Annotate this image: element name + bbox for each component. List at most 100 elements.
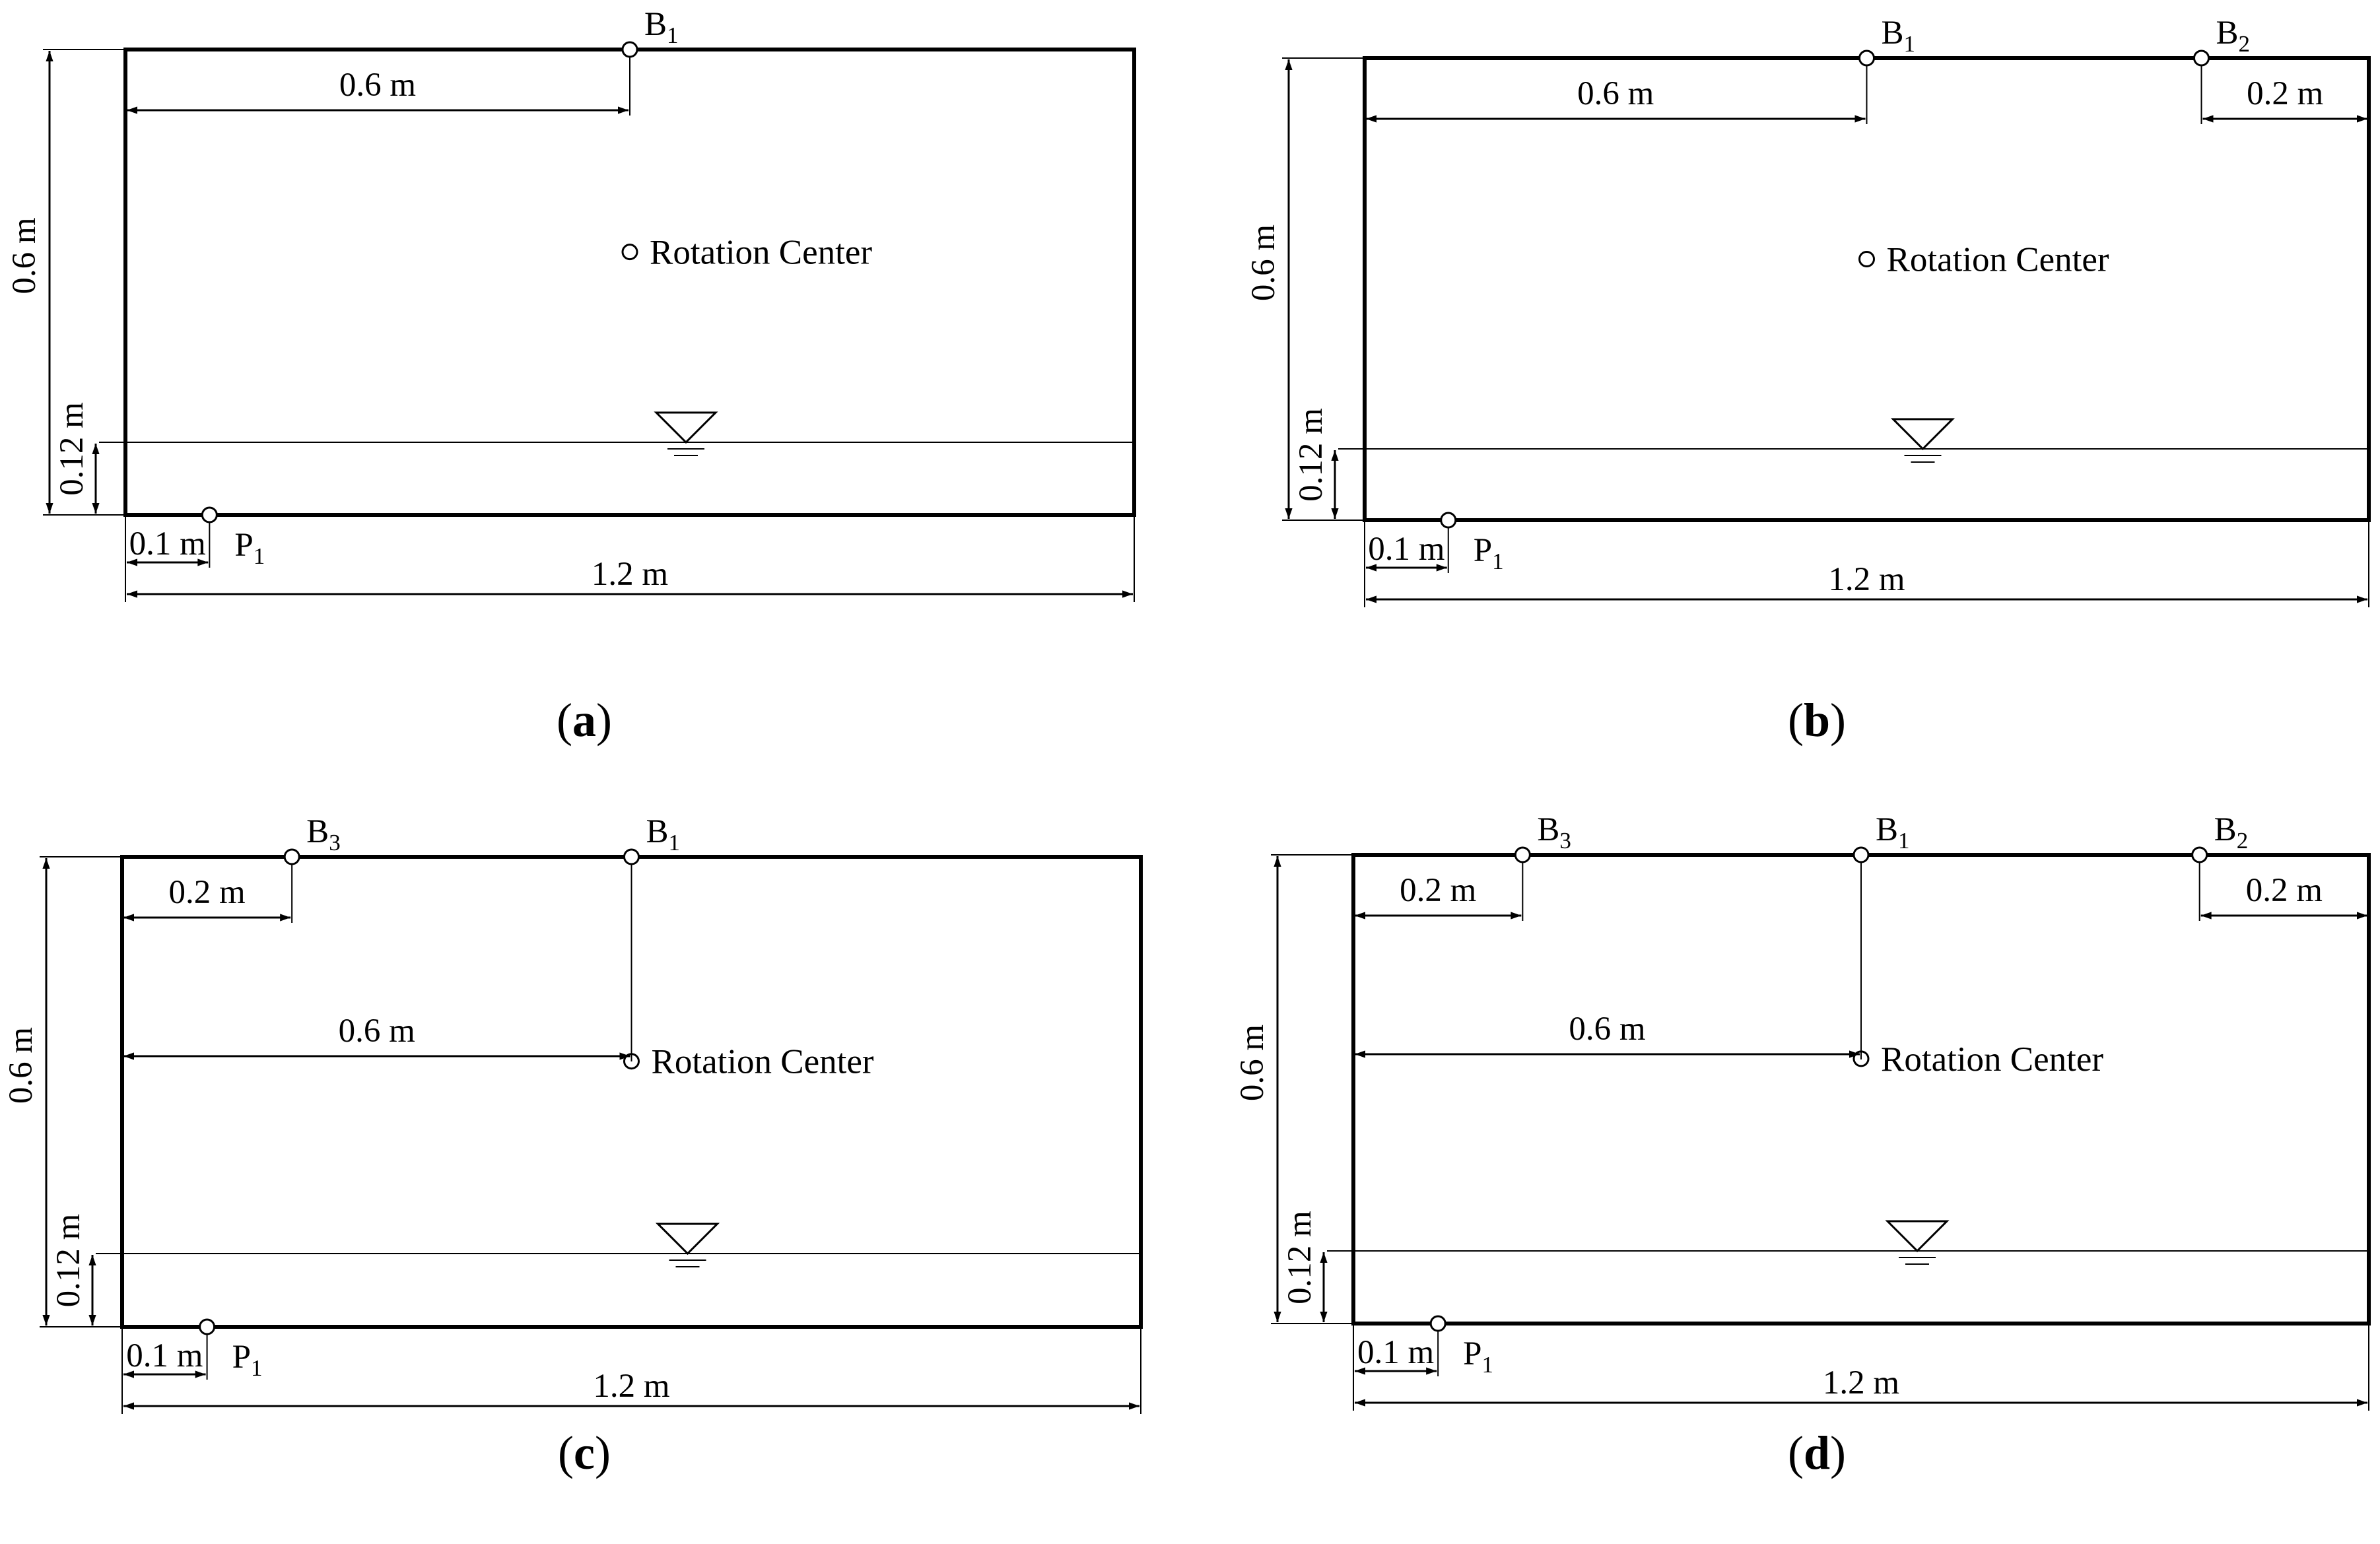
tank-outline: [123, 48, 1136, 517]
wave-gauge-B1-label-subscript: 1: [669, 830, 681, 856]
pressure-probe-label-subscript: 1: [1482, 1352, 1494, 1378]
wave-gauge-B1-marker: [623, 848, 640, 865]
pressure-probe-label-subscript: 1: [251, 1355, 263, 1381]
probe-offset-label: 0.1 m: [126, 1337, 203, 1374]
pressure-probe-marker: [1429, 1315, 1446, 1332]
wave-gauge-B2-marker: [2193, 50, 2210, 67]
pressure-probe-label-letter: P: [1474, 532, 1492, 569]
wave-gauge-B3-label: B3: [306, 813, 341, 856]
wave-gauge-B3-label-letter: B: [306, 813, 329, 850]
gauge-offset-label: 0.2 m: [2247, 75, 2323, 112]
gauge-offset-label: 0.2 m: [2246, 872, 2323, 909]
probe-offset-label: 0.1 m: [129, 525, 206, 562]
caption-close-paren: ): [1830, 694, 1846, 747]
free-surface-symbol: [654, 411, 718, 444]
free-surface-symbol: [1890, 418, 1955, 451]
caption-open-paren: (: [557, 694, 572, 747]
free-surface-symbol: [1885, 1220, 1950, 1253]
rotation-center-marker: [621, 244, 638, 261]
rotation-center-label: Rotation Center: [652, 1043, 874, 1081]
caption-letter: d: [1804, 1427, 1830, 1479]
wave-gauge-B1-label-letter: B: [1882, 15, 1904, 51]
rotation-center-label: Rotation Center: [650, 234, 872, 272]
wave-gauge-B3-marker: [283, 848, 300, 865]
probe-offset-label: 0.1 m: [1368, 531, 1445, 568]
caption-letter: a: [572, 694, 596, 747]
pressure-probe-label-letter: P: [1463, 1335, 1481, 1372]
caption-open-paren: (: [1788, 694, 1804, 747]
wave-gauge-B3-label-subscript: 3: [329, 830, 340, 856]
wave-gauge-B1-label-subscript: 1: [667, 22, 679, 48]
wave-gauge-B1-label: B1: [1876, 811, 1910, 854]
rotation-center-label: Rotation Center: [1887, 241, 2109, 279]
wave-gauge-B2-label: B2: [2214, 811, 2249, 854]
gauge-offset-label: 0.2 m: [168, 874, 245, 911]
pressure-probe-label-letter: P: [232, 1339, 251, 1376]
rotation-center-marker: [1858, 251, 1875, 267]
length-dimension-label: 1.2 m: [593, 1368, 669, 1405]
gauge-offset-label: 0.2 m: [1400, 872, 1476, 909]
caption-close-paren: ): [1830, 1427, 1846, 1479]
wave-gauge-B2-label-subscript: 2: [2239, 31, 2251, 57]
probe-offset-label: 0.1 m: [1357, 1334, 1434, 1371]
gauge-offset-label: 0.6 m: [1577, 75, 1654, 112]
pressure-probe-label-subscript: 1: [254, 543, 265, 569]
depth-dimension-label: 0.12 m: [53, 402, 90, 496]
wave-gauge-B2-label-letter: B: [2214, 811, 2237, 848]
length-dimension-label: 1.2 m: [1823, 1364, 1899, 1401]
wave-gauge-B3-label: B3: [1537, 811, 1571, 854]
caption-letter: b: [1804, 694, 1830, 747]
wave-gauge-B1-marker: [621, 41, 638, 58]
gauge-offset-label: 0.6 m: [339, 1013, 415, 1050]
wave-gauge-B1-label-letter: B: [1876, 811, 1898, 848]
free-surface-symbol: [655, 1223, 720, 1256]
height-dimension-label: 0.6 m: [1245, 224, 1282, 301]
panel-caption: (b): [1788, 694, 1846, 747]
height-dimension-label: 0.6 m: [6, 217, 43, 294]
wave-gauge-B1-label: B1: [644, 6, 679, 48]
wave-gauge-B1-marker: [1853, 846, 1870, 863]
pressure-probe-label-letter: P: [234, 527, 253, 564]
length-dimension-label: 1.2 m: [592, 556, 668, 593]
caption-close-paren: ): [595, 1427, 611, 1479]
tank-outline: [1363, 56, 2371, 522]
depth-dimension-label: 0.12 m: [1281, 1211, 1318, 1304]
pressure-probe-marker: [199, 1318, 216, 1335]
wave-gauge-B3-marker: [1514, 846, 1531, 863]
caption-open-paren: (: [558, 1427, 574, 1479]
wave-gauge-B1-label-letter: B: [644, 6, 667, 43]
caption-letter: c: [574, 1427, 595, 1479]
depth-dimension-label: 0.12 m: [50, 1214, 87, 1308]
pressure-probe-marker: [201, 506, 218, 523]
wave-gauge-B1-label-letter: B: [646, 813, 669, 850]
gauge-offset-label: 0.6 m: [1569, 1011, 1645, 1048]
depth-dimension-label: 0.12 m: [1293, 408, 1330, 502]
pressure-probe-label: P1: [232, 1339, 263, 1381]
wave-gauge-B1-marker: [1858, 50, 1875, 67]
pressure-probe-label: P1: [1463, 1335, 1493, 1378]
height-dimension-label: 0.6 m: [1234, 1024, 1271, 1101]
panel-caption: (d): [1788, 1427, 1846, 1479]
wave-gauge-B3-label-letter: B: [1537, 811, 1559, 848]
wave-gauge-B2-label-subscript: 2: [2237, 828, 2249, 854]
wave-gauge-B1-label-subscript: 1: [1904, 31, 1916, 57]
pressure-probe-label: P1: [1474, 532, 1504, 574]
panel-caption: (c): [558, 1427, 611, 1479]
wave-gauge-B2-marker: [2191, 846, 2208, 863]
wave-gauge-B2-label-letter: B: [2216, 15, 2239, 51]
rotation-center-label: Rotation Center: [1881, 1040, 2103, 1079]
pressure-probe-marker: [1440, 512, 1457, 529]
caption-close-paren: ): [596, 694, 612, 747]
length-dimension-label: 1.2 m: [1828, 561, 1905, 598]
wave-gauge-B1-label: B1: [1882, 15, 1916, 57]
wave-gauge-B1-label-subscript: 1: [1898, 828, 1910, 854]
caption-open-paren: (: [1788, 1427, 1804, 1479]
pressure-probe-label-subscript: 1: [1492, 549, 1504, 574]
pressure-probe-label: P1: [234, 527, 265, 569]
panel-caption: (a): [557, 694, 612, 747]
